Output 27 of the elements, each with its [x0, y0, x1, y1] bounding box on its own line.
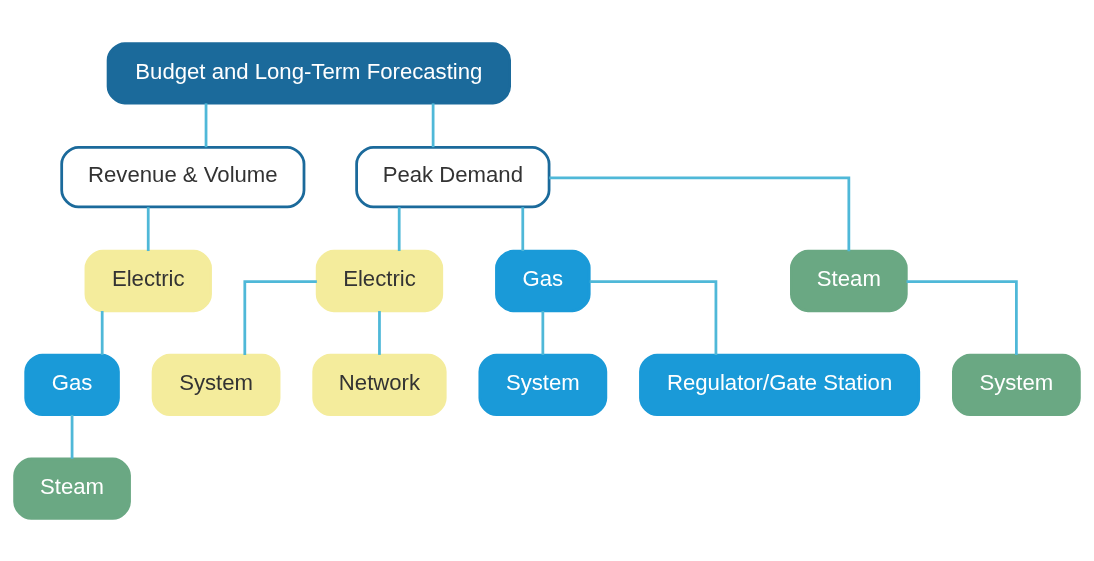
node-box: Steam: [790, 249, 908, 312]
node-box: System: [952, 353, 1081, 416]
connector: [549, 175, 851, 251]
node-box: System: [478, 353, 608, 416]
node-box: System: [151, 353, 281, 416]
connector: [204, 102, 208, 147]
connector: [100, 310, 104, 355]
node-box: Peak Demand: [355, 145, 551, 208]
node-box: Steam: [13, 457, 131, 520]
connector: [589, 279, 718, 355]
node-box: Budget and Long-Term Forecasting: [106, 41, 511, 104]
connector: [146, 206, 150, 251]
connector: [906, 279, 1018, 355]
node-box: Electric: [315, 249, 444, 312]
connector: [397, 206, 401, 251]
connector: [541, 310, 545, 355]
node-box: Gas: [24, 353, 120, 416]
node-box: Electric: [84, 249, 212, 312]
connector: [70, 414, 74, 459]
connector: [521, 206, 525, 251]
connector: [431, 102, 435, 147]
node-box: Regulator/Gate Station: [639, 353, 921, 416]
connector: [378, 310, 381, 355]
node-box: Gas: [495, 249, 591, 312]
connector: [243, 279, 317, 355]
node-box: Revenue & Volume: [60, 145, 306, 208]
node-box: Network: [312, 353, 447, 416]
